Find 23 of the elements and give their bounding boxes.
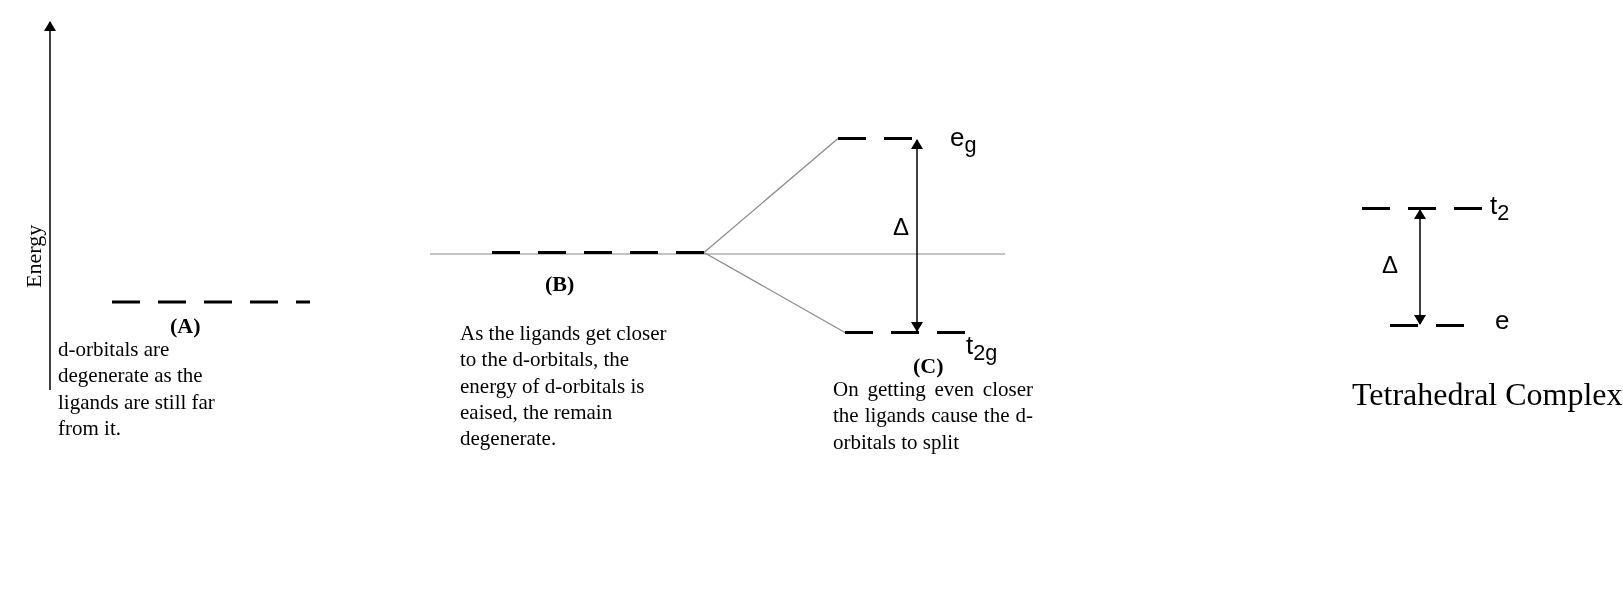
energy-level bbox=[845, 331, 965, 334]
energy-level bbox=[1390, 324, 1464, 327]
double-arrow bbox=[911, 139, 923, 332]
description-text: On getting even closer the ligands cause the d-orbitals to split bbox=[833, 377, 1033, 455]
level-label: e bbox=[1495, 307, 1510, 333]
gap-symbol: Δ bbox=[1382, 250, 1399, 280]
panel-label: (C) bbox=[913, 352, 944, 380]
energy-level bbox=[1362, 207, 1482, 210]
axis-label: Energy bbox=[20, 224, 47, 288]
energy-level bbox=[492, 251, 704, 254]
panel-label: (A) bbox=[170, 312, 201, 340]
description-text: As the ligands get closer to the d-orbitals, the energy of d-orbitals is eaised, the remain degenerate. bbox=[460, 320, 668, 452]
energy-level bbox=[838, 137, 912, 140]
double-arrow bbox=[1414, 209, 1426, 325]
connector-line bbox=[703, 137, 839, 254]
level-label: e$_{g}$ bbox=[950, 124, 977, 156]
description-text: d-orbitals are degenerate as the ligands are still far from it. bbox=[58, 337, 216, 441]
gap-symbol: Δ bbox=[893, 212, 910, 242]
level-label: t$_{2g}$ bbox=[966, 332, 998, 364]
complex-label: Tetrahedral Complex bbox=[1352, 375, 1623, 414]
level-label: t$_{2}$ bbox=[1490, 192, 1510, 224]
panel-label: (B) bbox=[545, 270, 575, 298]
connector-line bbox=[703, 251, 846, 334]
